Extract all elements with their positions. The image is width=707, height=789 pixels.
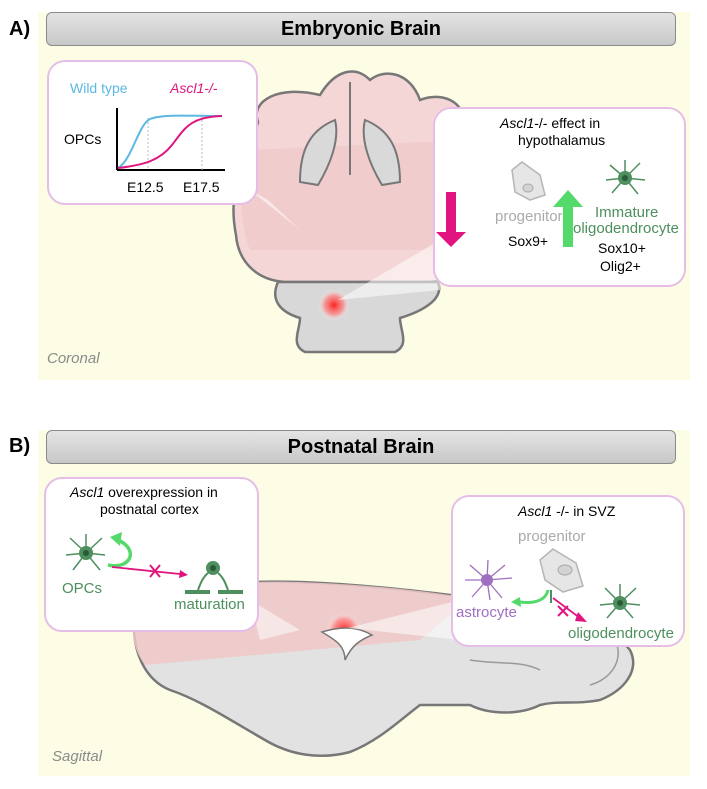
self-renewal-arrowhead [110,532,122,546]
oligodendrocyte-label-a: oligodendrocyte [573,220,679,237]
hypothalamus-region [274,280,441,354]
svz-oligodendrocyte-nucleus [617,600,623,606]
svz-progenitor-label: progenitor [518,528,586,545]
opcs-label: OPCs [62,580,103,597]
svz-block-x-mark [557,605,569,617]
hypothalamus-effect-icons [436,160,646,247]
coronal-view-label: Coronal [47,350,100,367]
gene-name-ascl1-b: Ascl1 [70,484,105,500]
tick-e12-5: E12.5 [127,179,164,195]
panel-a-label: A) [9,18,31,40]
projection-cone-right [338,240,440,300]
projection-cone-svz [348,600,460,640]
maturation-arrowhead [179,570,188,578]
embryonic-brain-banner: Embryonic Brain [46,12,676,46]
immature-label: Immature [595,204,659,221]
hypothalamus-box-title-line2: hypothalamus [518,132,606,148]
ascl1-mutant-curve [117,115,223,169]
sagittal-view-label: Sagittal [52,748,103,765]
chart-y-label: OPCs [64,131,102,147]
legend-wild-type: Wild type [70,80,128,96]
svz-progenitor-nucleus [557,564,573,576]
block-x-mark [149,564,161,578]
legend-ascl1-mutant: Ascl1-/- [170,80,218,96]
hypothalamus-box-title-line1: Ascl1-/- effect in [500,115,600,131]
opc-nucleus [83,550,89,556]
astrocyte-differentiation-arrow [519,589,550,604]
maturation-arrow [111,566,181,575]
mature-oligo-nucleus [210,565,216,571]
projection-cone-cortex [250,600,300,640]
panel-b-label: B) [9,435,31,457]
hypothalamus-effect-box [433,107,686,287]
projection-cone-left [250,190,300,230]
tick-e17-5: E17.5 [183,179,220,195]
cortex-box-title-line2: postnatal cortex [100,501,199,517]
decrease-arrow [436,192,466,247]
title-suffix: -/- effect in [534,115,601,131]
svz-box-title: Ascl1 -/- in SVZ [518,503,615,519]
oligo-arrowhead [575,612,587,622]
progenitor-cell-icon [511,161,546,201]
increase-arrow [553,190,583,247]
mature-oligo-process-right [217,572,229,591]
gene-name-ascl1: Ascl1 [500,115,535,131]
oligodendrocyte-nucleus [622,175,628,181]
brainstem-folds [469,659,541,671]
coronal-brain-section [232,70,486,354]
opc-timecourse-box [47,60,258,205]
astrocyte-arrowhead [511,597,521,607]
hypothalamus-hotspot [318,289,350,321]
self-renewal-arrow [107,538,132,568]
left-ventricle [298,118,338,187]
right-ventricle [362,118,402,187]
svz-title-suffix: -/- in SVZ [552,503,616,519]
cortex-title-suffix: overexpression in [104,484,218,500]
maturation-label: maturation [174,596,245,613]
progenitor-nucleus [522,183,534,193]
oligodendrocyte-label-b: oligodendrocyte [568,625,674,642]
olig2-marker: Olig2+ [600,258,641,274]
progenitor-label: progenitor [495,208,563,225]
sox9-marker: Sox9+ [508,233,549,249]
astrocyte-body [481,574,493,586]
sox10-marker: Sox10+ [598,240,646,256]
mature-oligo-process-left [197,572,209,591]
postnatal-brain-banner: Postnatal Brain [46,430,676,464]
gene-name-ascl1-c: Ascl1 [518,503,553,519]
cortex-box-title-line1: Ascl1 overexpression in [70,484,218,500]
opc-growth-curves [116,108,225,171]
wild-type-curve [117,114,223,169]
astrocyte-label: astrocyte [456,604,517,621]
